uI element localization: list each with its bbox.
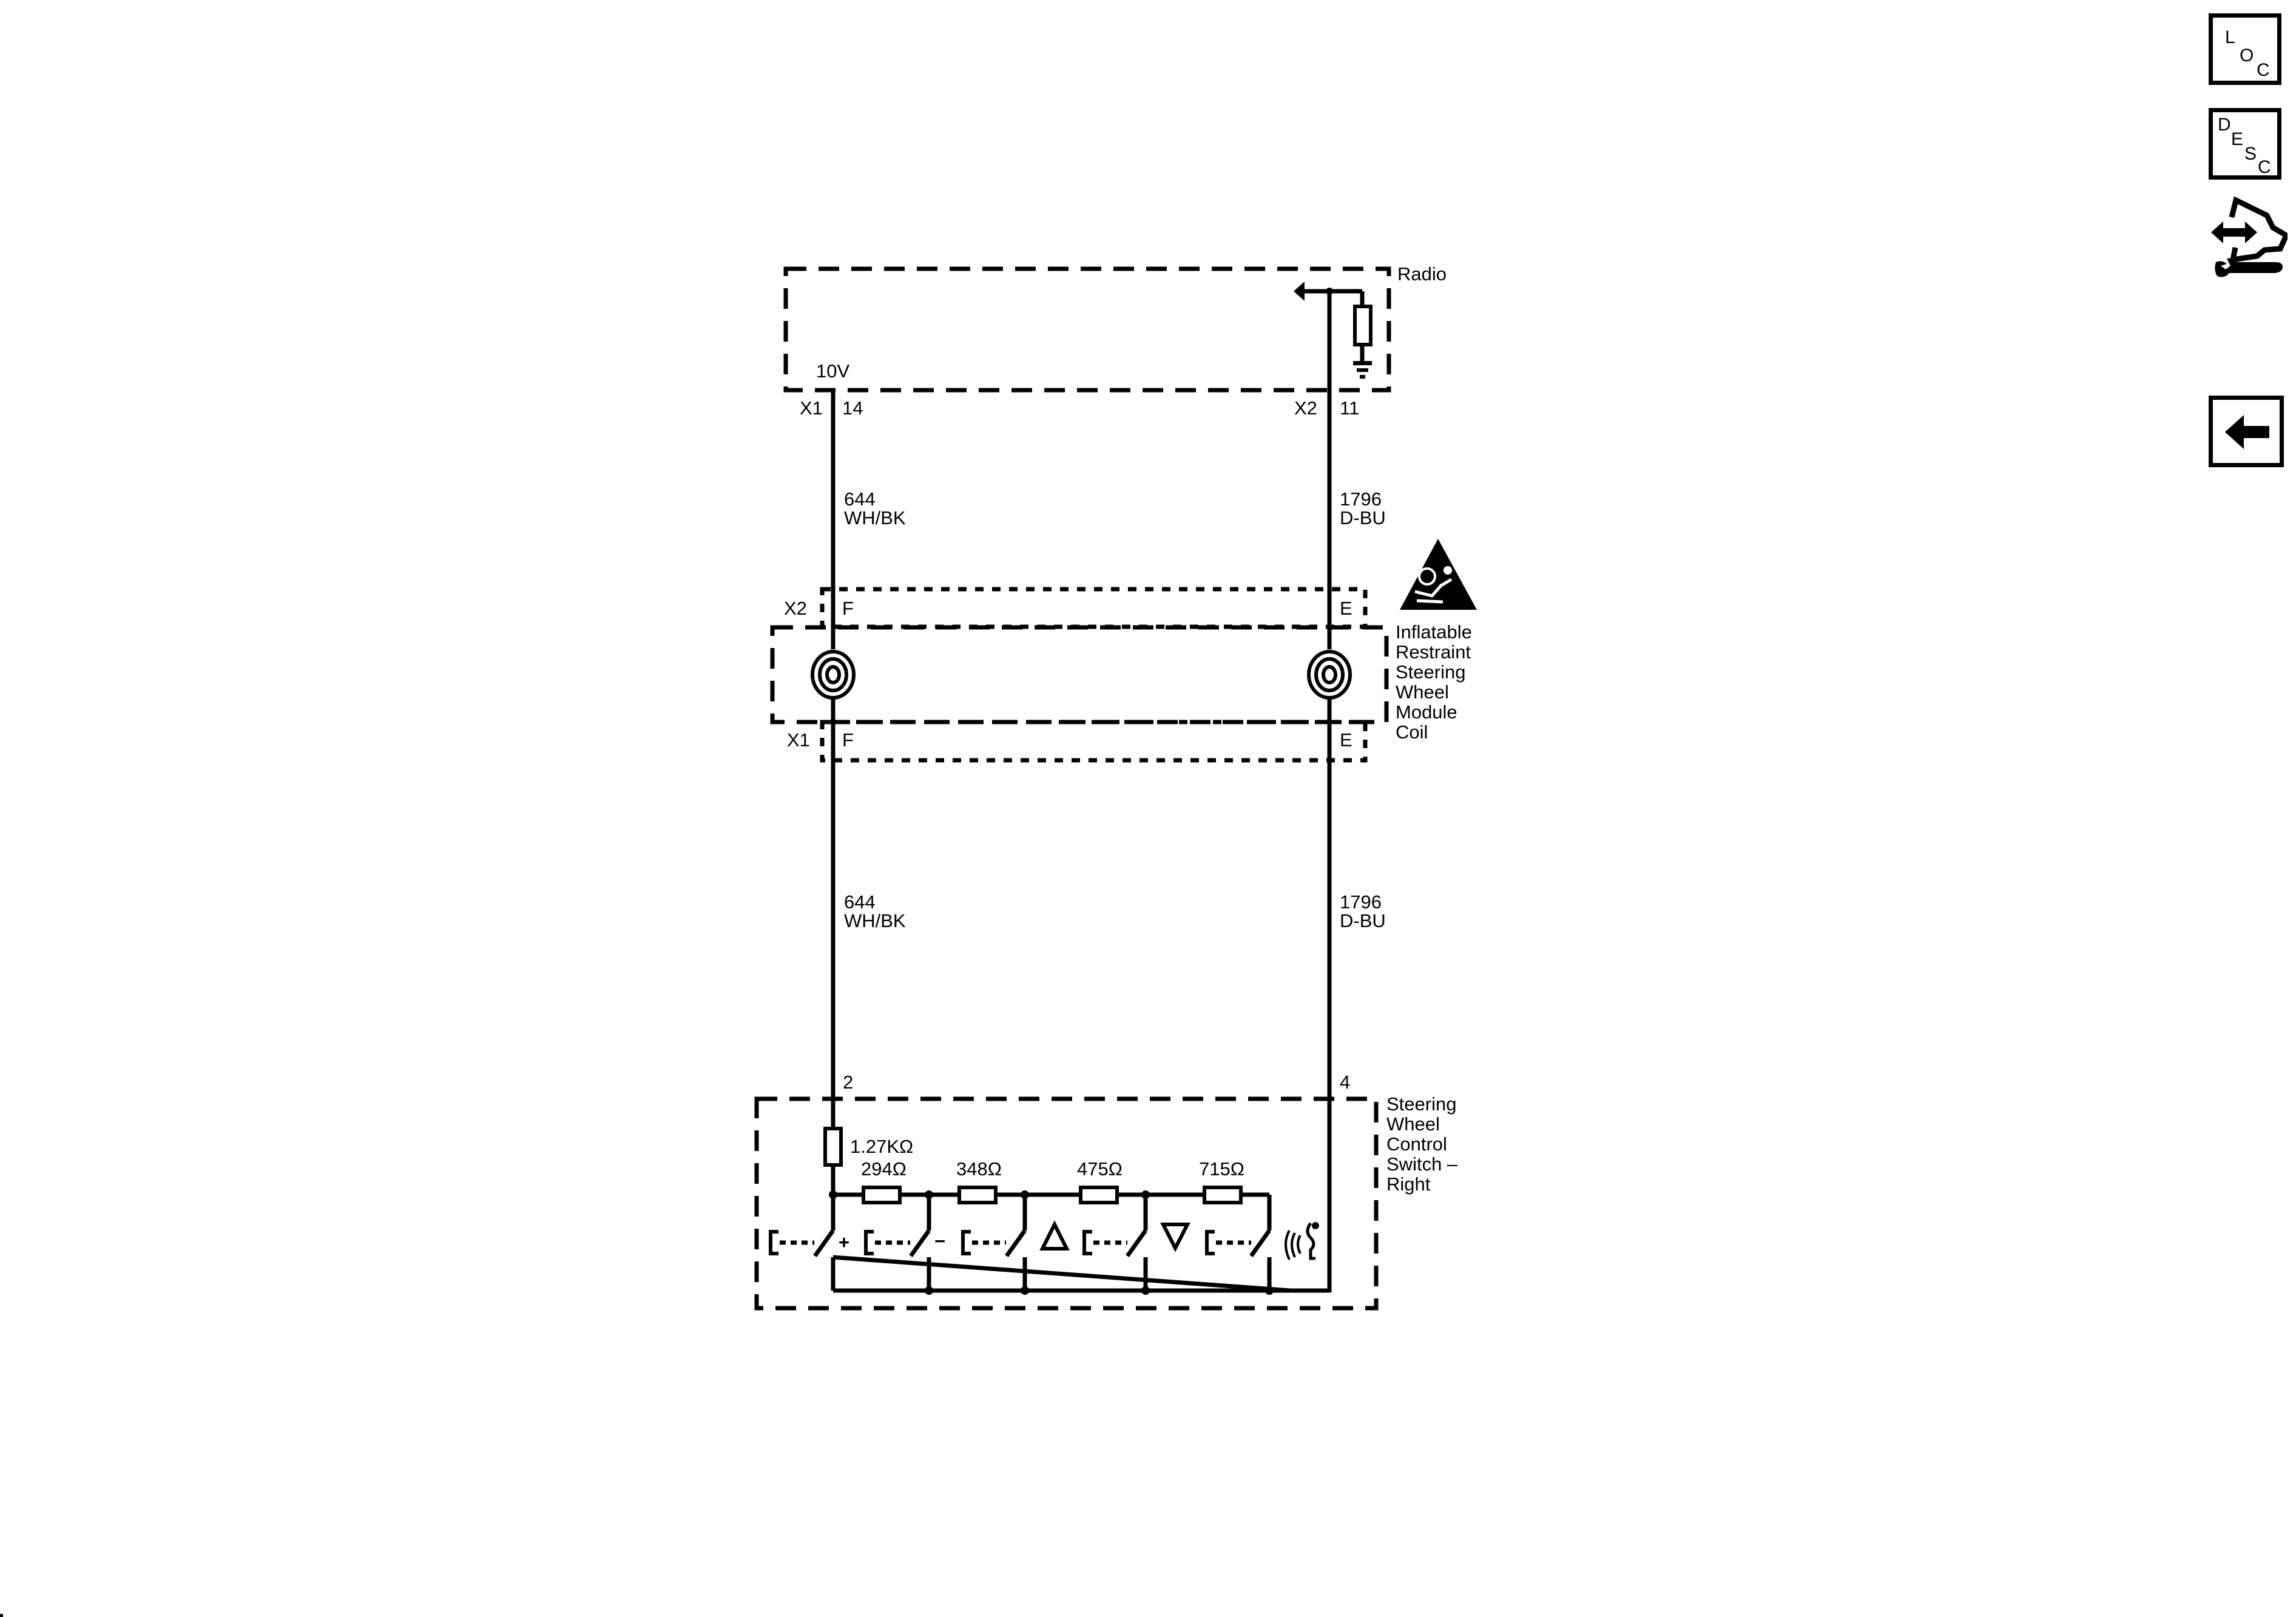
- wire-lower-right-color: D-BU: [1340, 910, 1386, 931]
- resistor-294: [862, 1186, 902, 1204]
- switch-left-pin: 2: [843, 1072, 853, 1093]
- desc-button[interactable]: D E S C: [2209, 108, 2281, 180]
- connector-wrench-icon: [2211, 196, 2288, 277]
- triangle-down-icon: [1160, 1223, 1190, 1252]
- wire-lower-left-circuit: 644: [844, 891, 876, 913]
- coil-bottom-connector: X1: [787, 729, 810, 751]
- back-arrow-icon: [2225, 415, 2269, 449]
- switch-voice[interactable]: [1205, 1222, 1319, 1260]
- resistor-348: [957, 1186, 998, 1204]
- wire-upper-left-circuit: 644: [844, 488, 876, 510]
- minus-symbol: −: [934, 1230, 945, 1252]
- switch-outline: [754, 1096, 1379, 1311]
- airbag-warning-icon: [1400, 539, 1477, 610]
- coil-x1-connector-outline: [820, 720, 1368, 763]
- coil-label-line-1: Inflatable: [1396, 621, 1472, 643]
- coil-label-line-2: Restraint: [1396, 641, 1471, 663]
- coil-spiral-right-icon: [1307, 649, 1352, 700]
- loc-letter-l: L: [2225, 27, 2235, 47]
- switch-label-line-2: Wheel: [1386, 1113, 1440, 1135]
- resistor-294-label: 294Ω: [861, 1158, 907, 1180]
- switch-seek-down[interactable]: [1082, 1223, 1190, 1258]
- resistor-715: [1203, 1186, 1243, 1204]
- radio-outline: [783, 266, 1391, 393]
- resistor-715-label: 715Ω: [1199, 1158, 1244, 1180]
- coil-label-line-6: Coil: [1396, 721, 1428, 743]
- switch-seek-up[interactable]: [961, 1220, 1070, 1258]
- radio-pulldown-resistor: [1329, 289, 1373, 379]
- resistor-475: [1079, 1186, 1119, 1204]
- switch-label-line-5: Right: [1386, 1173, 1431, 1195]
- radio-module[interactable]: Radio 10V: [783, 263, 1447, 393]
- switch-label-line-3: Control: [1386, 1133, 1447, 1155]
- coil-top-right-pin: E: [1340, 598, 1352, 619]
- radio-left-connector: X1: [800, 397, 823, 419]
- radio-signal-arrow-icon: [1294, 282, 1333, 301]
- resistor-475-label: 475Ω: [1077, 1158, 1123, 1180]
- coil-label-line-5: Module: [1396, 701, 1457, 723]
- switch-label-line-4: Switch –: [1386, 1153, 1458, 1175]
- radio-left-pin: 14: [842, 397, 863, 419]
- radio-voltage: 10V: [816, 360, 849, 382]
- radio-right-connector: X2: [1294, 397, 1317, 419]
- back-button[interactable]: [2209, 396, 2284, 467]
- wire-upper-right-circuit: 1796: [1340, 488, 1382, 510]
- wire-lower-left-color: WH/BK: [844, 910, 906, 931]
- plus-symbol: +: [839, 1232, 849, 1253]
- desc-letter-e: E: [2231, 129, 2244, 149]
- switch-label-line-1: Steering: [1386, 1093, 1456, 1115]
- coil-label-line-4: Wheel: [1396, 681, 1449, 703]
- desc-letter-s: S: [2244, 144, 2257, 164]
- coil-outline: [770, 625, 1389, 724]
- loc-letter-c: C: [2257, 60, 2270, 80]
- coil-x2-connector-outline: [820, 587, 1368, 629]
- radio-right-pin: 11: [1340, 397, 1359, 419]
- coil-top-connector: X2: [784, 598, 807, 619]
- loc-button[interactable]: L O C: [2209, 13, 2281, 85]
- coil-label-line-3: Steering: [1396, 661, 1465, 683]
- coil-bottom-left-pin: F: [842, 729, 854, 751]
- coil-bottom-right-pin: E: [1340, 729, 1352, 751]
- desc-letter-d: D: [2218, 115, 2231, 135]
- voice-recognition-icon: [1285, 1222, 1319, 1260]
- resistor-1-27k-label: 1.27KΩ: [850, 1136, 913, 1157]
- switch-right-pin: 4: [1340, 1072, 1350, 1093]
- wire-lower-right-circuit: 1796: [1340, 891, 1382, 913]
- coil-spiral-left-icon: [811, 649, 856, 700]
- triangle-up-icon: [1039, 1220, 1070, 1251]
- connector-repair-button[interactable]: [2209, 194, 2288, 279]
- wire-upper-right-color: D-BU: [1340, 507, 1386, 528]
- switch-volume-up[interactable]: +: [769, 1229, 849, 1258]
- resistor-348-label: 348Ω: [956, 1158, 1002, 1180]
- steering-wheel-control-switch[interactable]: Steering Wheel Control Switch – Right 1.…: [754, 1093, 1458, 1311]
- switch-volume-down[interactable]: −: [864, 1229, 945, 1258]
- coil-top-left-pin: F: [842, 598, 854, 619]
- wire-upper-left-color: WH/BK: [844, 507, 906, 528]
- corner-mark: [0, 1614, 3, 1617]
- loc-letter-o: O: [2240, 46, 2254, 66]
- clockspring-coil[interactable]: Inflatable Restraint Steering Wheel Modu…: [770, 587, 1472, 763]
- resistor-1-27k: [823, 1127, 843, 1167]
- radio-label: Radio: [1397, 263, 1447, 285]
- desc-letter-c: C: [2258, 157, 2271, 177]
